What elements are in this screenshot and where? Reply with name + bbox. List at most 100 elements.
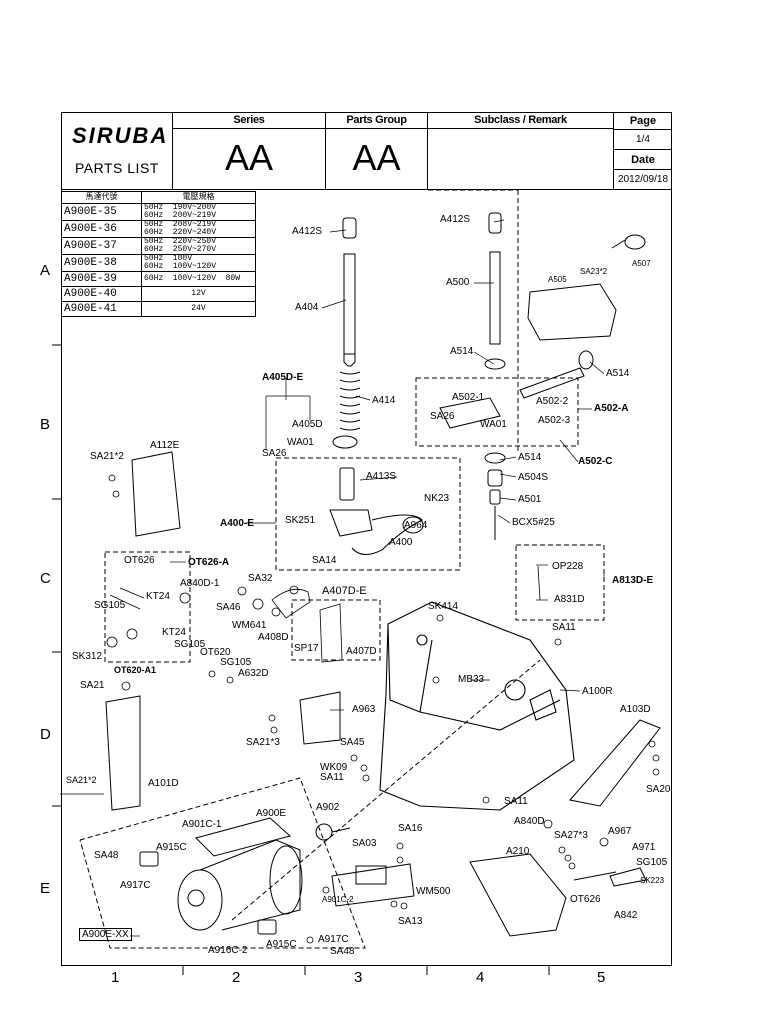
callout-KT24: KT24 (162, 627, 186, 638)
callout-A900E: A900E (256, 808, 287, 819)
callout-A813D-E: A813D-E (612, 575, 654, 586)
callout-A412S-right: A412S (440, 214, 471, 225)
callout-OT626: OT626 (124, 555, 155, 566)
logo-cell (61, 112, 173, 190)
callout-OT620-A1: OT620-A1 (114, 665, 157, 675)
callout-A400-E: A400-E (220, 518, 254, 529)
grid-row-label: B (40, 416, 51, 433)
callout-SA45: SA45 (340, 737, 365, 748)
needle-bar-assembly (329, 217, 424, 555)
callout-A502-3: A502-3 (538, 415, 571, 426)
callout-SG105: SG105 (220, 657, 252, 668)
callout-OT620: OT620 (200, 647, 231, 658)
a900e-group-box (79, 777, 366, 949)
callout-SA14: SA14 (312, 555, 337, 566)
callout-A840D-1: A840D-1 (180, 578, 220, 589)
callout-SA46: SA46 (216, 602, 241, 613)
callout-A967: A967 (608, 826, 632, 837)
callout-A407D: A407D (346, 646, 377, 657)
callout-A632D: A632D (238, 668, 269, 679)
callout-A831D: A831D (554, 594, 585, 605)
grid-row-label: D (40, 726, 51, 743)
callout-A408D: A408D (258, 632, 289, 643)
subclass-cell: Subclass / Remark (428, 112, 614, 190)
callout-A101D: A101D (148, 778, 179, 789)
callout-SA27x3: SA27*3 (554, 830, 588, 841)
callout-SA23x2: SA23*2 (580, 267, 608, 276)
doc-title: PARTS LIST (75, 160, 159, 176)
grid-col-label: 3 (354, 969, 363, 986)
callout-SA48: SA48 (330, 946, 355, 957)
drawing-frame (61, 112, 672, 966)
callout-SA26: SA26 (262, 448, 287, 459)
callout-A901C-1: A901C-1 (182, 819, 222, 830)
grid-col-label: 1 (111, 969, 120, 986)
motor-assembly (139, 817, 351, 935)
grid-col-label: 4 (476, 969, 485, 986)
fasteners (106, 474, 660, 944)
grid-row-label: E (40, 880, 51, 897)
callout-OT626: OT626 (570, 894, 601, 905)
callout-SA20: SA20 (646, 784, 671, 795)
callout-SG105: SG105 (174, 639, 206, 650)
callout-SG105: SG105 (94, 600, 126, 611)
side-plates (105, 451, 661, 811)
series-cell: Series AA (173, 112, 326, 190)
callout-A100R: A100R (582, 686, 613, 697)
callout-A404: A404 (295, 302, 319, 313)
parts-group-cell: Parts Group AA (326, 112, 428, 190)
callout-SA26-right: SA26 (430, 411, 455, 422)
callout-SK223: SK223 (640, 876, 665, 885)
feed-shaft-assembly (439, 212, 594, 540)
callout-A964: A964 (404, 520, 428, 531)
callout-A963: A963 (352, 704, 376, 715)
callout-KT24: KT24 (146, 591, 170, 602)
callout-A900E-XX: A900E-XX (79, 928, 132, 941)
callout-A915C: A915C (156, 842, 187, 853)
callout-MB33: MB33 (458, 674, 485, 685)
grid-ticks (52, 344, 550, 975)
callout-A504S: A504S (518, 472, 549, 483)
series-value: AA (224, 137, 274, 178)
callout-SG105: SG105 (636, 857, 668, 868)
callout-OT626-A: OT626-A (188, 557, 230, 568)
callout-A413S: A413S (366, 471, 397, 482)
spec-cell: 24V (141, 301, 256, 317)
a400e-group-box (275, 457, 461, 571)
callout-A502-A: A502-A (594, 403, 629, 414)
ot626a-group-box (104, 551, 191, 663)
group-outlines (79, 189, 605, 949)
callout-A112E: A112E (150, 440, 180, 451)
callout-SP17: SP17 (294, 643, 319, 654)
parts-group-caption: Parts Group (326, 112, 427, 129)
callout-A902: A902 (316, 802, 340, 813)
page-caption: Page (614, 112, 672, 130)
callout-SA03: SA03 (352, 838, 377, 849)
callout-A502-C: A502-C (578, 456, 613, 467)
callout-A505: A505 (548, 275, 567, 284)
series-caption: Series (173, 112, 325, 129)
callout-A502-2: A502-2 (536, 396, 569, 407)
callout-SA21x3: SA21*3 (246, 737, 280, 748)
a502a-group-box (415, 377, 579, 447)
callout-A210: A210 (506, 846, 530, 857)
callout-SA21x2: SA21*2 (66, 775, 97, 785)
callout-SK414: SK414 (428, 601, 459, 612)
grid-row-label: C (40, 570, 51, 587)
callout-A507: A507 (632, 259, 651, 268)
date-caption: Date (614, 150, 672, 170)
callout-SA32: SA32 (248, 573, 273, 584)
clutch-assembly (527, 234, 646, 341)
callout-A414: A414 (372, 395, 396, 406)
a813de-group-box (515, 544, 605, 621)
callout-SA11: SA11 (504, 796, 528, 807)
callout-A514: A514 (606, 368, 630, 379)
callout-SK312: SK312 (72, 651, 103, 662)
callout-A400: A400 (389, 537, 413, 548)
date-value: 2012/09/18 (614, 170, 672, 190)
